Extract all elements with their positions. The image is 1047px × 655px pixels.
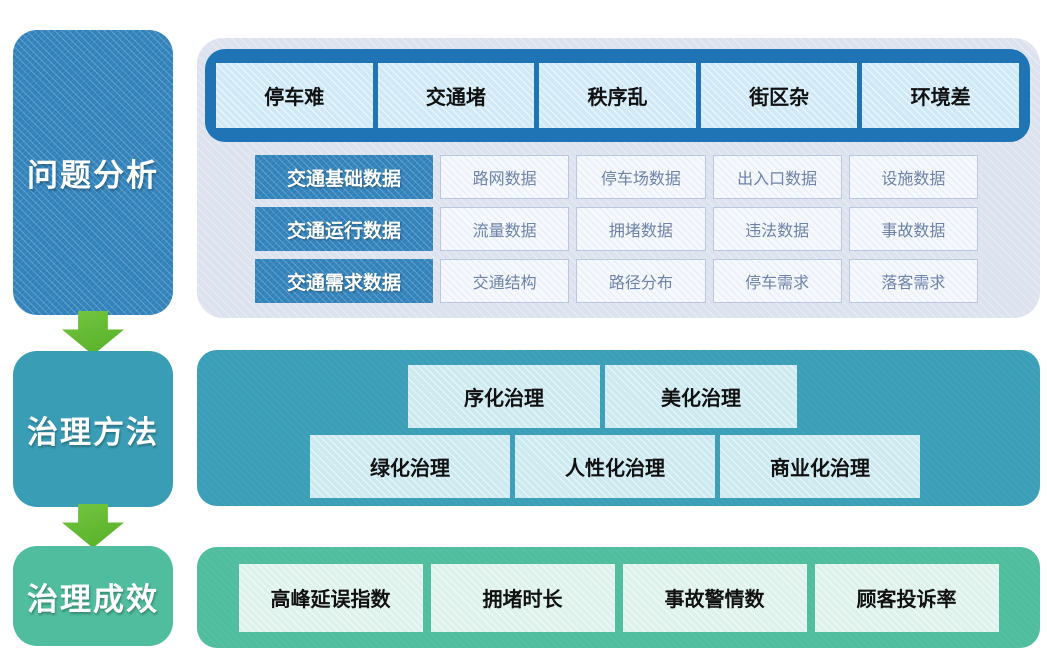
down-arrow-icon xyxy=(62,504,124,548)
data-item: 停车场数据 xyxy=(576,155,706,199)
sidebar-problem-analysis: 问题分析 xyxy=(13,30,173,315)
method-box: 人性化治理 xyxy=(515,435,715,498)
metric-box: 事故警情数 xyxy=(622,563,807,632)
sidebar-governance-results: 治理成效 xyxy=(13,546,173,646)
problem-box: 秩序乱 xyxy=(539,63,696,128)
data-item: 出入口数据 xyxy=(712,155,842,199)
metric-box: 拥堵时长 xyxy=(430,563,615,632)
data-row-operation: 交通运行数据 流量数据 拥堵数据 违法数据 事故数据 xyxy=(255,207,978,251)
sidebar-governance-methods-label: 治理方法 xyxy=(27,414,159,450)
data-item: 设施数据 xyxy=(848,155,978,199)
data-item: 拥堵数据 xyxy=(576,207,706,251)
problem-analysis-panel: 停车难 交通堵 秩序乱 街区杂 环境差 交通基础数据 路网数据 停车场数据 出入… xyxy=(197,38,1040,318)
data-row-label: 交通基础数据 xyxy=(255,155,433,199)
data-item: 事故数据 xyxy=(848,207,978,251)
sidebar-governance-results-label: 治理成效 xyxy=(27,581,159,617)
governance-methods-panel: 序化治理 美化治理 绿化治理 人性化治理 商业化治理 xyxy=(197,350,1040,506)
data-item: 路径分布 xyxy=(576,259,706,303)
method-box: 美化治理 xyxy=(605,365,797,428)
method-box: 序化治理 xyxy=(408,365,600,428)
problems-bar: 停车难 交通堵 秩序乱 街区杂 环境差 xyxy=(205,49,1030,142)
data-row-demand: 交通需求数据 交通结构 路径分布 停车需求 落客需求 xyxy=(255,259,978,303)
problem-box: 环境差 xyxy=(862,63,1019,128)
metric-box: 高峰延误指数 xyxy=(238,563,423,632)
data-item: 路网数据 xyxy=(440,155,570,199)
problem-box: 街区杂 xyxy=(700,63,858,128)
method-row: 序化治理 美化治理 xyxy=(408,365,797,428)
sidebar-governance-methods: 治理方法 xyxy=(13,351,173,507)
data-row-label: 交通运行数据 xyxy=(255,207,433,251)
method-box: 绿化治理 xyxy=(310,435,510,498)
data-row-label: 交通需求数据 xyxy=(255,259,433,303)
data-item: 违法数据 xyxy=(712,207,842,251)
method-box: 商业化治理 xyxy=(720,435,920,498)
problem-box: 停车难 xyxy=(216,63,373,128)
problem-box: 交通堵 xyxy=(377,63,535,128)
data-rows: 交通基础数据 路网数据 停车场数据 出入口数据 设施数据 交通运行数据 流量数据… xyxy=(255,155,978,311)
data-item: 交通结构 xyxy=(440,259,570,303)
data-item: 停车需求 xyxy=(712,259,842,303)
data-item: 落客需求 xyxy=(848,259,978,303)
metric-box: 顾客投诉率 xyxy=(814,563,999,632)
data-item: 流量数据 xyxy=(440,207,570,251)
sidebar-problem-analysis-label: 问题分析 xyxy=(27,158,159,193)
data-row-basic: 交通基础数据 路网数据 停车场数据 出入口数据 设施数据 xyxy=(255,155,978,199)
method-row: 绿化治理 人性化治理 商业化治理 xyxy=(310,435,920,498)
down-arrow-icon xyxy=(62,311,124,355)
governance-results-panel: 高峰延误指数 拥堵时长 事故警情数 顾客投诉率 xyxy=(197,547,1040,648)
